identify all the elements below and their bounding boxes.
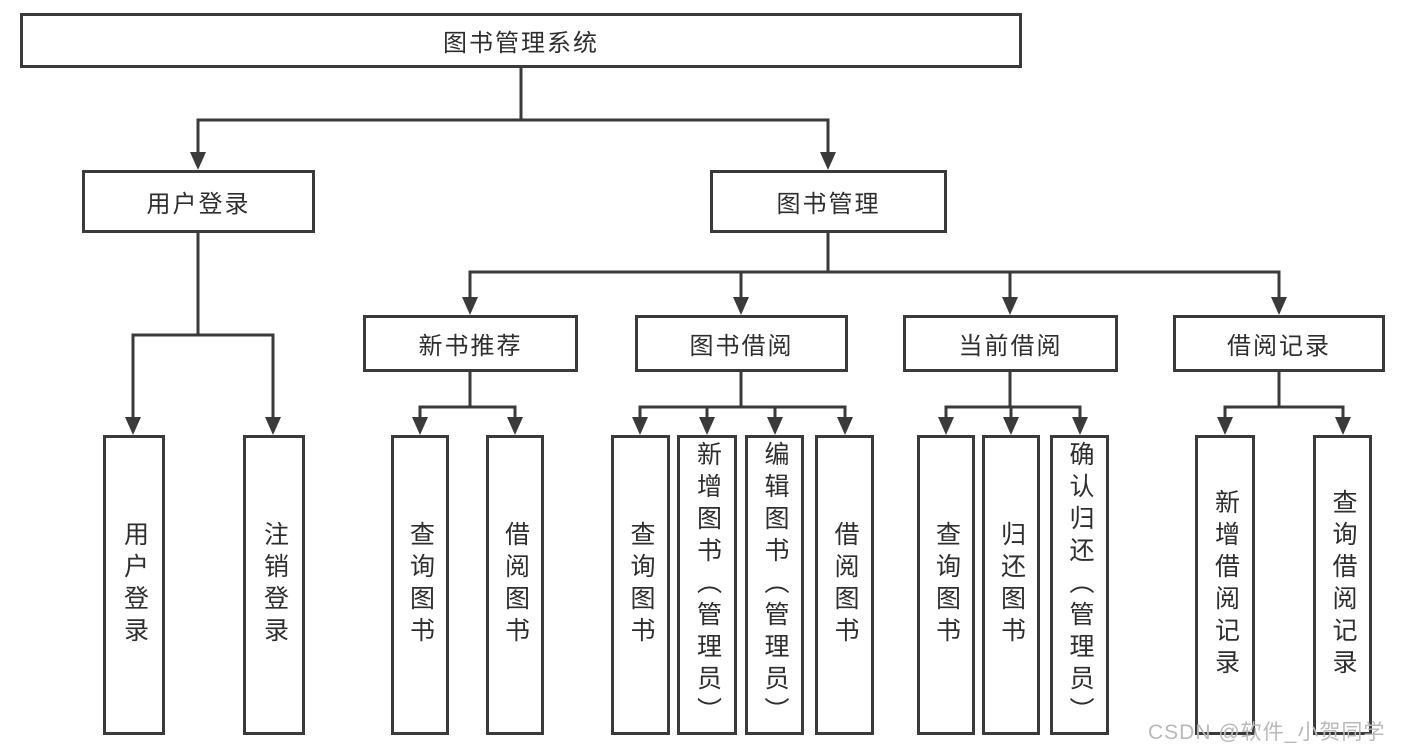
leaf-add-book-admin: 新增图书（管理员） <box>677 435 737 735</box>
node-book-management: 图书管理 <box>710 170 947 233</box>
leaf-logout: 注销登录 <box>243 435 305 735</box>
leaf-recommend-borrow-books: 借阅图书 <box>486 435 544 735</box>
node-borrow-record: 借阅记录 <box>1173 315 1385 372</box>
leaf-query-borrow-record-label: 查询借阅记录 <box>1329 489 1357 681</box>
csdn-watermark: CSDN @软件_小贺同学 <box>1148 721 1386 744</box>
leaf-confirm-return-admin: 确认归还（管理员） <box>1050 435 1109 735</box>
leaf-current-query-books: 查询图书 <box>917 435 975 735</box>
leaf-recommend-query-books-label: 查询图书 <box>406 521 435 649</box>
leaf-logout-label: 注销登录 <box>260 521 289 649</box>
leaf-edit-book-admin-label: 编辑图书（管理员） <box>761 441 789 729</box>
node-new-book-recommend: 新书推荐 <box>363 315 578 372</box>
node-root: 图书管理系统 <box>20 13 1022 68</box>
leaf-user-login: 用户登录 <box>103 435 165 735</box>
leaf-user-login-label: 用户登录 <box>120 521 149 649</box>
leaf-return-books: 归还图书 <box>982 435 1040 735</box>
leaf-add-book-admin-label: 新增图书（管理员） <box>693 441 722 729</box>
leaf-add-borrow-record: 新增借阅记录 <box>1195 435 1255 735</box>
leaf-query-borrow-record: 查询借阅记录 <box>1313 435 1372 735</box>
leaf-return-books-label: 归还图书 <box>997 521 1026 649</box>
node-book-management-label: 图书管理 <box>776 191 881 218</box>
leaf-borrow-query-books-label: 查询图书 <box>627 521 655 649</box>
node-new-book-recommend-label: 新书推荐 <box>418 333 523 360</box>
node-book-borrow-label: 图书借阅 <box>689 333 794 360</box>
leaf-borrow-query-books: 查询图书 <box>611 435 670 735</box>
leaf-edit-book-admin: 编辑图书（管理员） <box>745 435 804 735</box>
leaf-confirm-return-admin-label: 确认归还（管理员） <box>1066 441 1094 729</box>
leaf-borrow-books-label: 借阅图书 <box>831 521 859 649</box>
leaf-recommend-borrow-books-label: 借阅图书 <box>501 521 530 649</box>
leaf-borrow-books: 借阅图书 <box>815 435 874 735</box>
node-current-borrow: 当前借阅 <box>903 315 1118 372</box>
leaf-recommend-query-books: 查询图书 <box>391 435 449 735</box>
node-root-label: 图书管理系统 <box>443 30 599 57</box>
leaf-current-query-books-label: 查询图书 <box>932 521 961 649</box>
leaf-add-borrow-record-label: 新增借阅记录 <box>1211 489 1240 681</box>
node-borrow-record-label: 借阅记录 <box>1227 333 1331 360</box>
node-current-borrow-label: 当前借阅 <box>958 333 1063 360</box>
node-user-login-label: 用户登录 <box>146 191 251 218</box>
node-book-borrow: 图书借阅 <box>635 315 848 372</box>
node-user-login: 用户登录 <box>82 170 315 233</box>
